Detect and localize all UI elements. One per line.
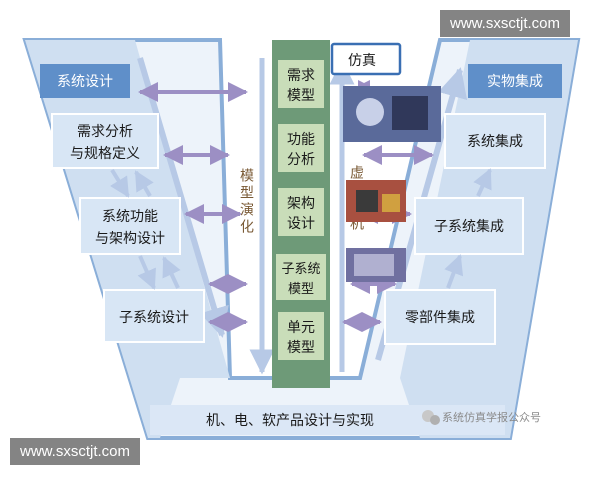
right-box-3: 零部件集成	[384, 289, 496, 345]
right-box-1: 系统集成	[444, 113, 546, 169]
bottom-bar	[150, 405, 505, 435]
photo-thumbnail-icon	[346, 180, 406, 222]
center-box-2: 功能 分析	[278, 124, 324, 172]
center-box-5: 单元 模型	[278, 312, 324, 360]
right-box-2: 子系统集成	[414, 197, 524, 255]
right-header-band	[468, 64, 562, 98]
center-box-3-line-1: 架构	[287, 196, 315, 212]
photo-thumbnail-icon	[346, 248, 406, 282]
left-box-2-line-1: 系统功能	[102, 209, 158, 225]
bottom-bar-label: 机、电、软产品设计与实现	[206, 413, 374, 429]
center-box-2-line-1: 功能	[287, 132, 315, 148]
center-box-1-line-1: 需求	[287, 68, 315, 84]
center-box-2-line-2: 分析	[287, 152, 315, 168]
left-box-1: 需求分析 与规格定义	[51, 113, 159, 169]
right-box-1-line-1: 系统集成	[467, 133, 523, 150]
arrow-left-down-1	[110, 168, 130, 198]
photo-thumbnail-icon	[343, 86, 441, 142]
wechat-icon	[422, 410, 440, 425]
left-box-3-line-1: 子系统设计	[119, 310, 189, 326]
center-box-4: 子系统 模型	[276, 254, 326, 300]
arrow-right-up-1	[473, 168, 492, 197]
left-box-2-line-2: 与架构设计	[95, 231, 165, 247]
left-header-band	[40, 64, 130, 98]
center-box-5-line-2: 模型	[287, 340, 315, 356]
arrow-right-up-2	[444, 254, 464, 289]
center-box-3-line-2: 设计	[287, 216, 315, 232]
center-box-3: 架构 设计	[278, 188, 324, 236]
arrow-left-back-1	[134, 170, 154, 198]
center-box-1-line-2: 模型	[287, 88, 315, 104]
footer-credit: 系统仿真学报公众号	[442, 410, 541, 424]
right-header-label: 实物集成	[487, 73, 543, 90]
left-box-1-line-1: 需求分析	[77, 124, 133, 140]
simulation-label: 仿真	[348, 53, 376, 69]
center-box-5-line-1: 单元	[287, 320, 315, 336]
right-box-2-line-1: 子系统集成	[434, 218, 504, 235]
watermark-bottom-left: www.sxsctjt.com	[10, 438, 141, 465]
left-box-2: 系统功能 与架构设计	[79, 197, 181, 255]
left-header-label: 系统设计	[57, 74, 113, 90]
arrow-left-back-2	[162, 256, 181, 289]
right-box-3-line-1: 零部件集成	[405, 309, 475, 326]
arrow-left-down-2	[137, 255, 156, 290]
left-box-1-line-2: 与规格定义	[70, 146, 140, 162]
simulation-box	[330, 42, 402, 76]
center-box-1: 需求 模型	[278, 60, 324, 108]
center-box-4-line-2: 模型	[288, 282, 314, 297]
left-box-3: 子系统设计	[103, 289, 205, 343]
model-evolution-label: 模型演化	[238, 168, 254, 236]
center-box-4-line-1: 子系统	[281, 262, 320, 277]
watermark-top-right: www.sxsctjt.com	[440, 10, 571, 37]
